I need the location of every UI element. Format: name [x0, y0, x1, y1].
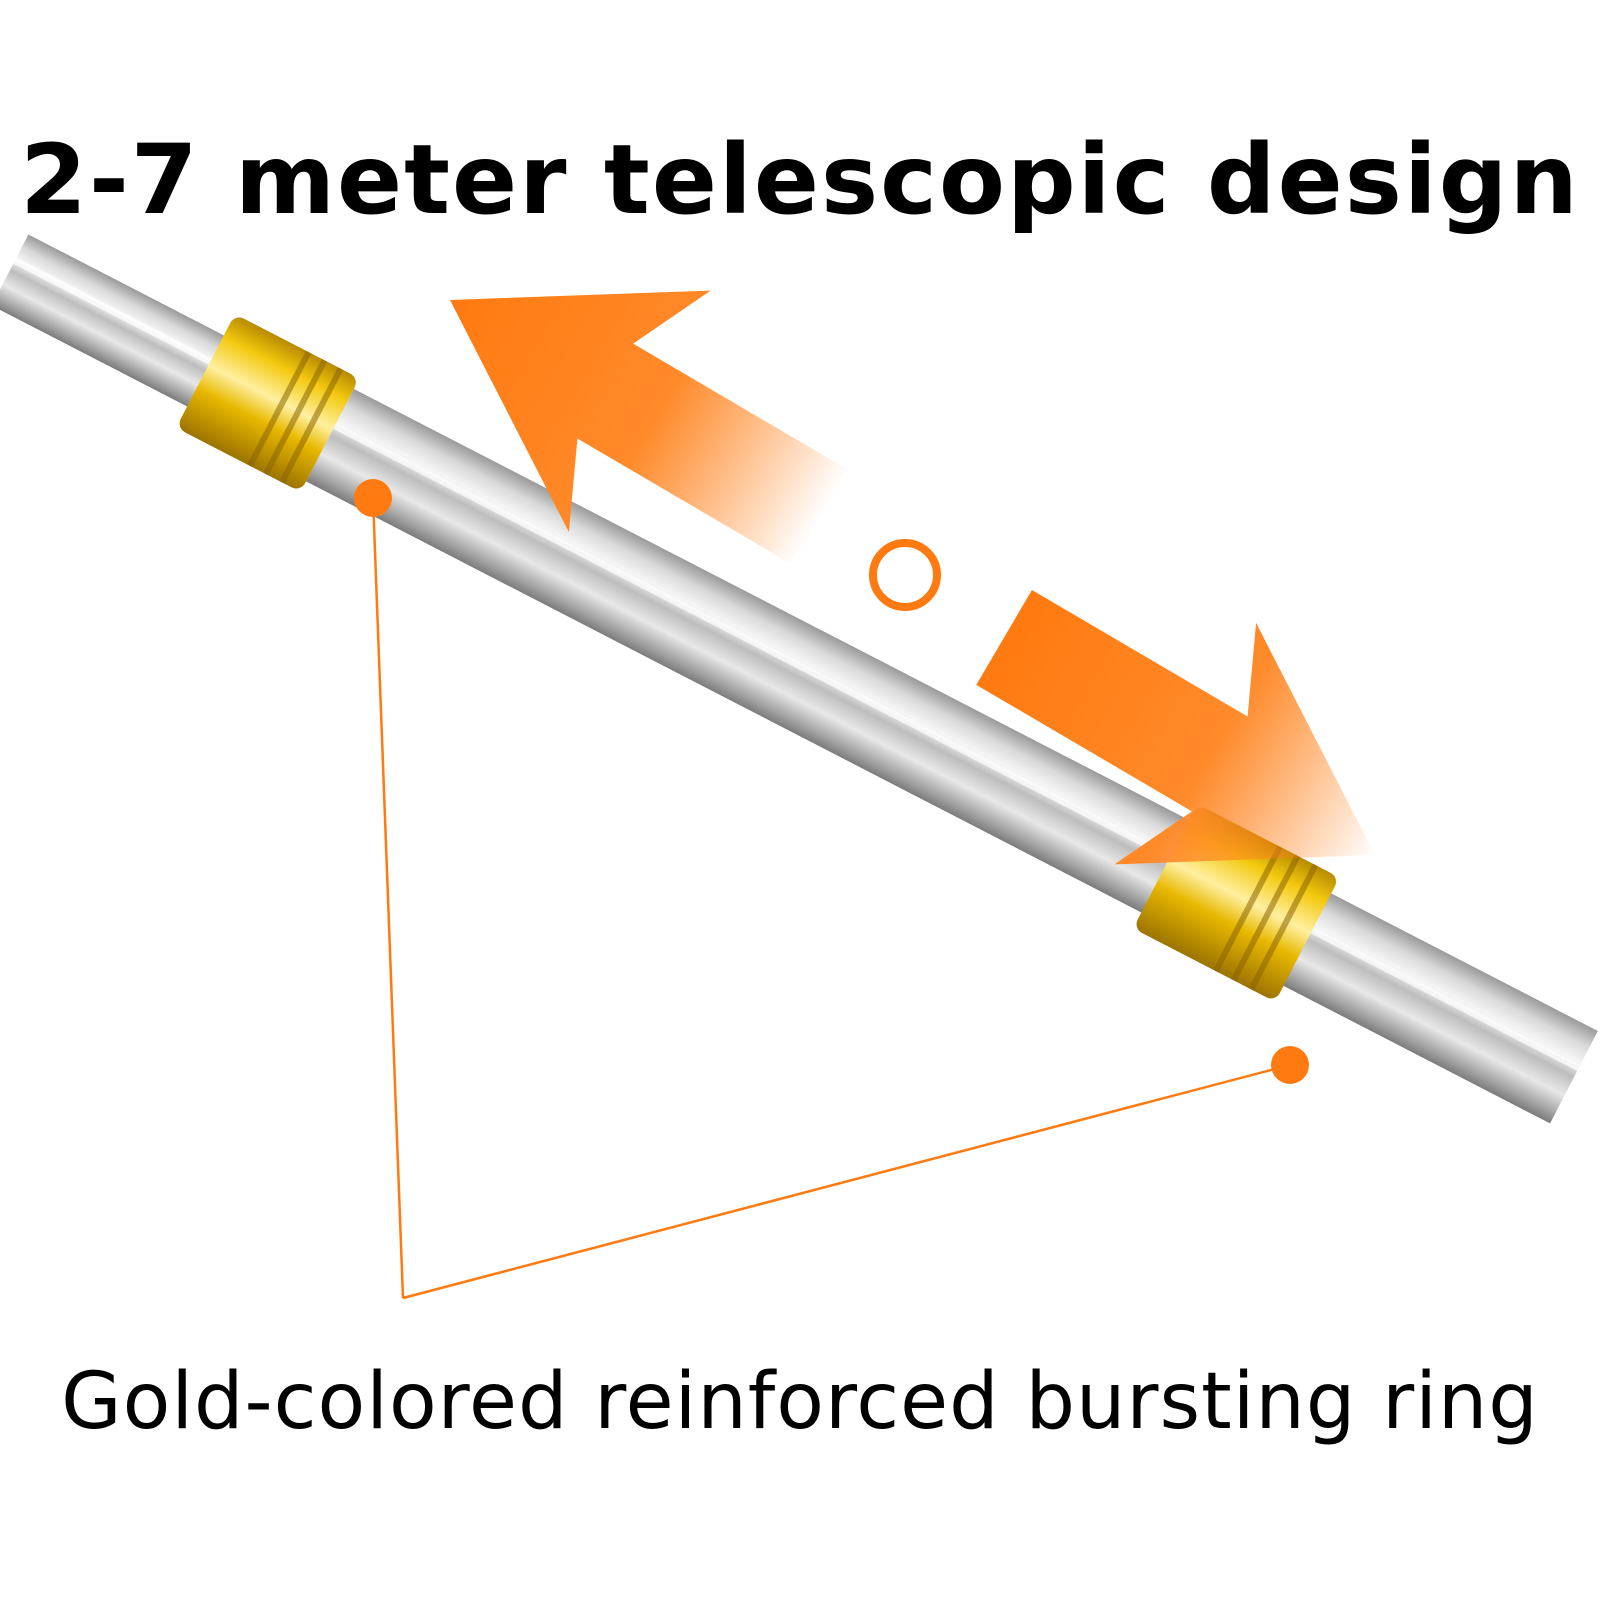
callout-dot-icon [354, 479, 392, 517]
footline: Gold-colored reinforced bursting ring [61, 1357, 1539, 1447]
callout-dot-icon [1271, 1046, 1309, 1084]
headline: 2-7 meter telescopic design [20, 124, 1580, 236]
gold-ring-upper [179, 317, 356, 489]
pole-segment-middle [306, 388, 1598, 1124]
callout-lines [371, 497, 1291, 1300]
circle-marker-icon [869, 539, 941, 611]
pole [0, 234, 1598, 1124]
double-arrow-icon [450, 290, 1375, 865]
